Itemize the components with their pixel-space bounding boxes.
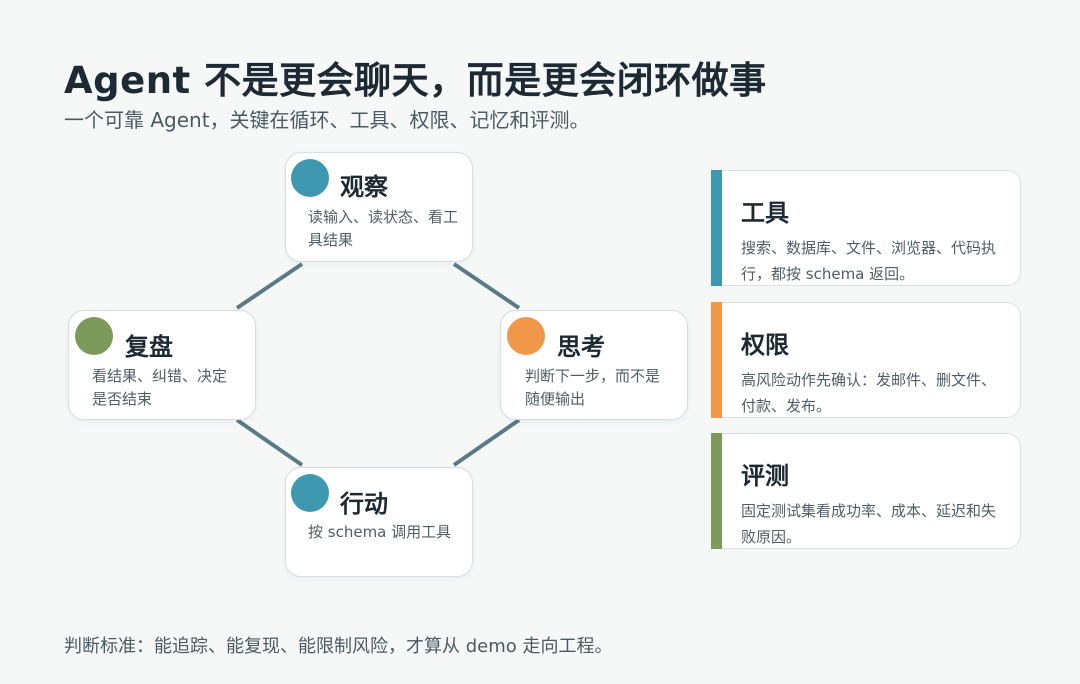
card-desc: 搜索、数据库、文件、浏览器、代码执行，都按 schema 返回。 — [741, 239, 997, 283]
card-tools: 工具 搜索、数据库、文件、浏览器、代码执行，都按 schema 返回。 — [711, 170, 1021, 286]
connector-observe-think — [452, 262, 521, 310]
card-accent-bar — [711, 302, 722, 418]
act-dot-icon — [291, 474, 329, 512]
think-dot-icon — [507, 317, 545, 355]
card-accent-bar — [711, 170, 722, 286]
card-title: 评测 — [741, 462, 789, 490]
card-evaluation: 评测 固定测试集看成功率、成本、延迟和失败原因。 — [711, 433, 1021, 549]
loop-node-label: 复盘 — [125, 333, 173, 361]
loop-node-label: 行动 — [340, 490, 388, 518]
connector-think-act — [452, 418, 521, 467]
loop-node-desc: 看结果、纠错、决定是否结束 — [92, 367, 228, 408]
page-subtitle: 一个可靠 Agent，关键在循环、工具、权限、记忆和评测。 — [64, 108, 590, 132]
loop-node-act: 行动 按 schema 调用工具 — [285, 467, 473, 577]
connector-observe-review — [235, 262, 304, 310]
loop-node-label: 观察 — [340, 173, 388, 201]
card-accent-bar — [711, 433, 722, 549]
card-title: 工具 — [741, 199, 789, 227]
footer-note: 判断标准：能追踪、能复现、能限制风险，才算从 demo 走向工程。 — [64, 636, 613, 657]
card-title: 权限 — [741, 331, 789, 359]
loop-node-desc: 读输入、读状态、看工具结果 — [308, 208, 459, 249]
card-desc: 固定测试集看成功率、成本、延迟和失败原因。 — [741, 502, 997, 546]
loop-node-observe: 观察 读输入、读状态、看工具结果 — [285, 152, 473, 262]
card-desc: 高风险动作先确认：发邮件、删文件、付款、发布。 — [741, 371, 997, 415]
loop-node-review: 复盘 看结果、纠错、决定是否结束 — [68, 310, 256, 420]
connector-act-review — [235, 418, 304, 467]
page-title: Agent 不是更会聊天，而是更会闭环做事 — [64, 59, 767, 102]
observe-dot-icon — [291, 159, 329, 197]
loop-node-think: 思考 判断下一步，而不是随便输出 — [500, 310, 688, 420]
loop-node-label: 思考 — [557, 333, 605, 361]
review-dot-icon — [75, 317, 113, 355]
loop-node-desc: 判断下一步，而不是随便输出 — [525, 367, 661, 408]
card-permissions: 权限 高风险动作先确认：发邮件、删文件、付款、发布。 — [711, 302, 1021, 418]
loop-node-desc: 按 schema 调用工具 — [308, 523, 452, 541]
